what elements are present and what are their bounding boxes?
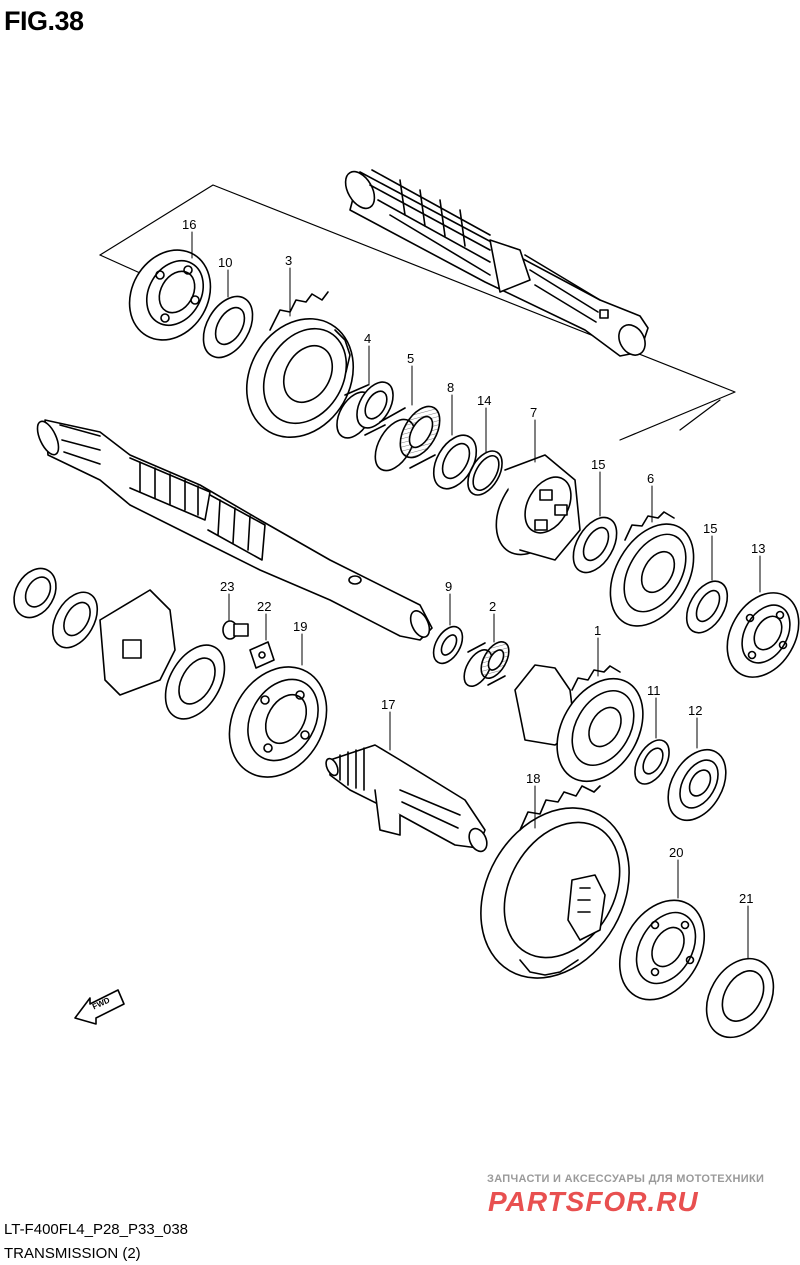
- bearing-16: [128, 249, 212, 341]
- washer-9: [432, 625, 464, 665]
- bearing-12: [667, 748, 727, 822]
- needle-bearing-2: [463, 641, 510, 687]
- gear-1: [514, 664, 644, 783]
- callout-22: 22: [257, 599, 272, 614]
- gear-6: [609, 511, 695, 627]
- callout-1: 1: [594, 623, 602, 638]
- bearing-20: [618, 899, 706, 1001]
- output-shaft-17: [325, 744, 488, 853]
- callout-9: 9: [445, 579, 453, 594]
- callout-5: 5: [407, 351, 415, 366]
- callout-10: 10: [218, 255, 233, 270]
- callout-7: 7: [530, 405, 538, 420]
- bushing-4: [336, 381, 394, 439]
- callout-4: 4: [364, 331, 372, 346]
- assembly-frame: [99, 184, 736, 441]
- callout-leaders: [191, 231, 761, 959]
- callout-20: 20: [669, 845, 684, 860]
- fwd-arrow-icon: [74, 989, 125, 1025]
- watermark-tagline: ЗАПЧАСТИ И АКСЕССУАРЫ ДЛЯ МОТОТЕХНИКИ: [487, 1173, 765, 1185]
- circlip-14: [467, 450, 503, 496]
- gear-7: [495, 454, 581, 561]
- callout-11: 11: [647, 683, 661, 698]
- washer-15-lower: [685, 580, 729, 634]
- washer-10: [202, 295, 254, 359]
- callout-23: 23: [220, 579, 235, 594]
- washer-left: [51, 591, 99, 649]
- oil-seal-left: [13, 567, 57, 619]
- callout-15-lower: 15: [703, 521, 718, 536]
- bearing-19: [228, 666, 328, 778]
- plate-22: [249, 641, 275, 669]
- callout-12: 12: [688, 703, 703, 718]
- callout-3: 3: [285, 253, 293, 268]
- washer-mid: [164, 644, 226, 720]
- callout-2: 2: [489, 599, 497, 614]
- needle-bearing-5: [374, 405, 441, 472]
- callout-8: 8: [447, 380, 455, 395]
- callout-14: 14: [477, 393, 492, 408]
- callout-6: 6: [647, 471, 655, 486]
- callout-15-upper: 15: [591, 457, 606, 472]
- bearing-13: [726, 592, 800, 678]
- callout-18: 18: [526, 771, 541, 786]
- diagram-title: TRANSMISSION (2): [4, 1245, 141, 1262]
- callout-17: 17: [381, 697, 396, 712]
- main-shaft: [36, 419, 433, 641]
- gear-3: [245, 291, 355, 439]
- gear-18: [480, 785, 630, 979]
- figure-title: FIG.38: [4, 6, 84, 36]
- diagram-code: LT-F400FL4_P28_P33_038: [4, 1221, 189, 1238]
- callout-16: 16: [182, 217, 197, 232]
- washer-11: [634, 739, 670, 785]
- callout-21: 21: [739, 891, 754, 906]
- oil-seal-21: [705, 957, 775, 1039]
- washer-15-upper: [572, 516, 618, 574]
- bolt-23: [222, 620, 249, 640]
- sensor-rotor: [99, 589, 176, 696]
- watermark-logo: PARTSFOR.RU: [488, 1186, 699, 1217]
- upper-shaft: [344, 169, 649, 357]
- callout-19: 19: [293, 619, 308, 634]
- callout-13: 13: [751, 541, 766, 556]
